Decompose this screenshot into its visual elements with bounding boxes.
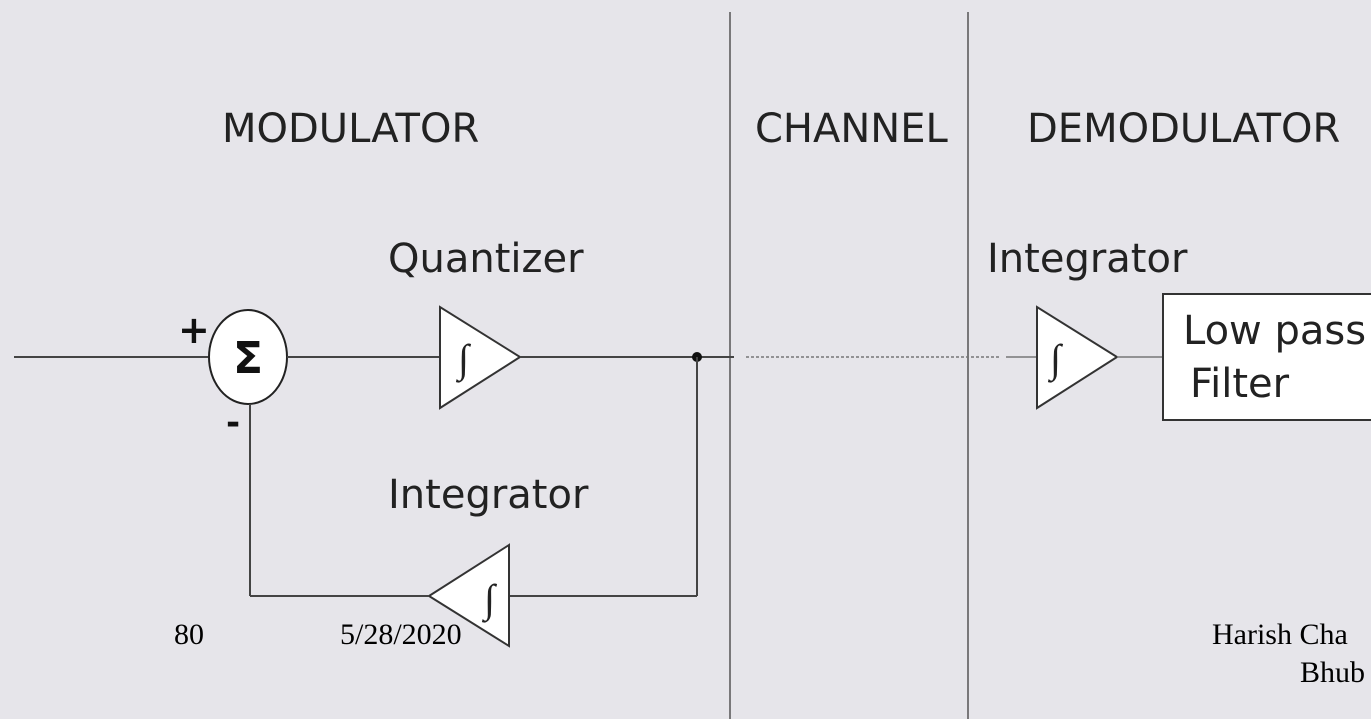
- demod-integrator-block: [1036, 305, 1119, 410]
- footer-date: 5/28/2020: [340, 618, 462, 651]
- quantizer-integral-icon: ∫: [455, 336, 472, 383]
- quantizer-label: Quantizer: [388, 236, 584, 282]
- section-title-modulator: MODULATOR: [222, 106, 479, 152]
- footer-author-line1: Harish Cha: [1212, 618, 1348, 651]
- lowpass-filter-line1: Low pass: [1183, 308, 1366, 354]
- minus-sign: -: [226, 403, 240, 443]
- sigma-symbol: Σ: [233, 333, 263, 384]
- feedback-integrator-label: Integrator: [388, 472, 589, 518]
- feedback-integral-icon: ∫: [481, 576, 498, 623]
- demod-integrator-label: Integrator: [987, 236, 1188, 282]
- plus-sign: +: [178, 308, 210, 352]
- page-number: 80: [174, 618, 204, 651]
- section-title-channel: CHANNEL: [755, 106, 948, 152]
- footer-author-line2: Bhub: [1300, 656, 1366, 689]
- feedback-integrator-block: [427, 543, 510, 648]
- lowpass-filter-line2: Filter: [1190, 361, 1290, 407]
- demod-integral-icon: ∫: [1047, 336, 1064, 383]
- section-title-demodulator: DEMODULATOR: [1027, 106, 1340, 152]
- lowpass-filter-block: [1162, 293, 1371, 421]
- quantizer-block: [439, 305, 522, 410]
